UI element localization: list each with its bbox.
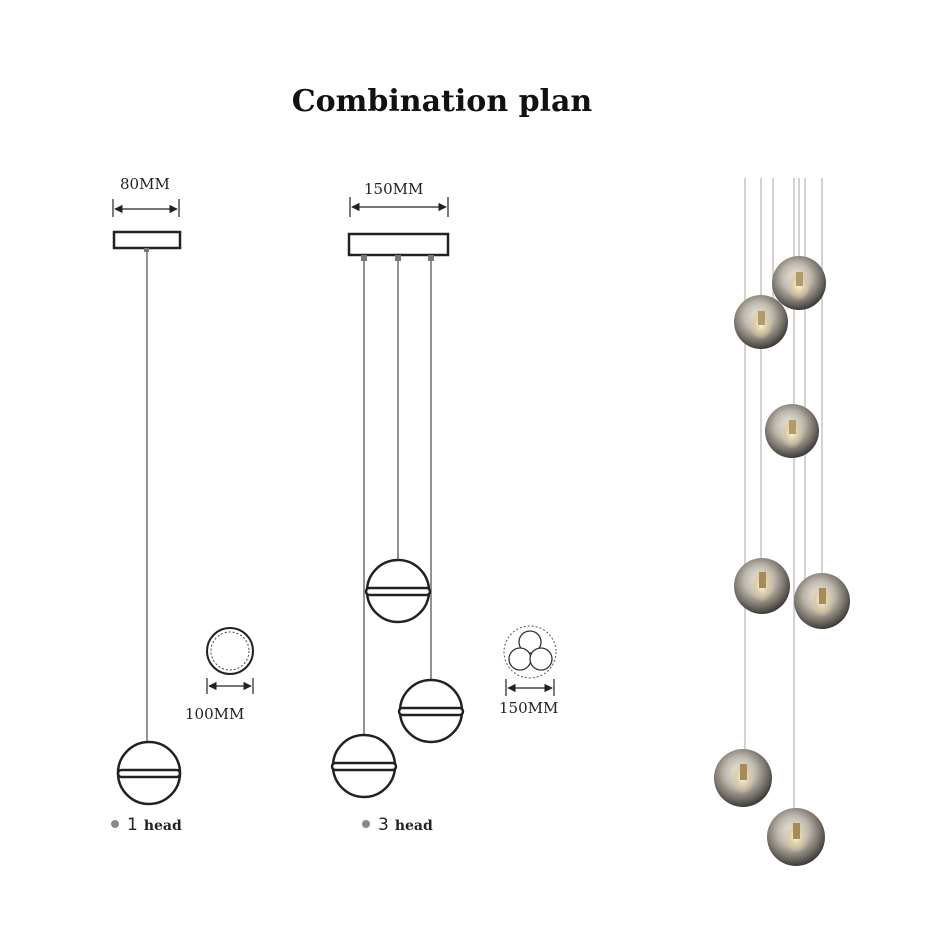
triple-diameter-icon [503, 625, 557, 696]
head-word: head [394, 818, 433, 834]
crystal-globe [734, 295, 788, 349]
crystal-globe [714, 749, 772, 807]
crystal-globe [772, 256, 826, 310]
triple-head-caption: 3 head [362, 815, 433, 835]
crystal-globe [734, 558, 790, 614]
head-word: head [143, 818, 182, 834]
head-count: 1 [127, 815, 138, 835]
bullet-dot-icon [111, 820, 119, 828]
pendant-ball [116, 740, 182, 806]
triple-pendant-drawing [330, 197, 465, 799]
bullet-dot-icon [362, 820, 370, 828]
single-pendant-drawing [112, 199, 182, 806]
canopy [112, 230, 182, 250]
pendant-ball [330, 733, 398, 799]
single-canopy-width-label: 80MM [120, 175, 170, 193]
pendant-ball [397, 678, 465, 744]
canopy [347, 232, 450, 257]
single-diameter-icon [206, 627, 254, 694]
triple-canopy-width-label: 150MM [364, 180, 424, 198]
crystal-globe [765, 404, 819, 458]
triple-cluster-diameter-label: 150MM [499, 699, 559, 717]
crystal-globe [794, 573, 850, 629]
page-title: Combination plan [291, 84, 593, 119]
head-count: 3 [378, 815, 389, 835]
single-head-caption: 1 head [111, 815, 182, 835]
single-ball-diameter-label: 100MM [185, 705, 245, 723]
crystal-globe [767, 808, 825, 866]
pendant-ball [364, 558, 432, 624]
product-illustration [714, 178, 850, 866]
